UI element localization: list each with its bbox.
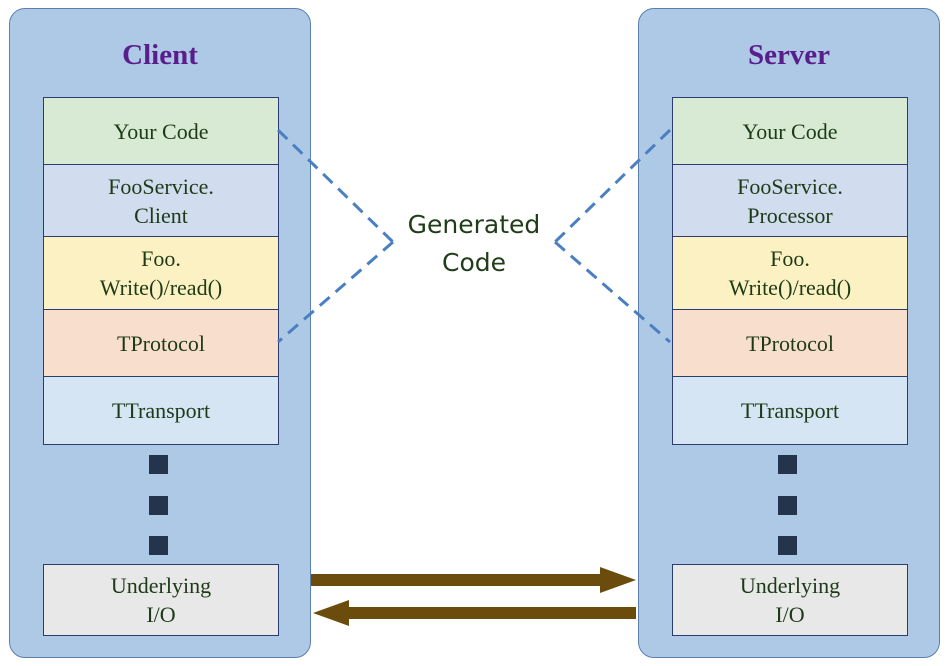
server-transport-layer: TTransport <box>673 377 907 444</box>
server-service-layer: FooService. Processor <box>673 165 907 237</box>
client-stack: Your Code FooService. Client Foo. Write(… <box>43 97 279 445</box>
server-protocol-layer: TProtocol <box>673 310 907 377</box>
server-title: Server <box>747 39 831 71</box>
client-ellipsis-dot <box>149 536 168 555</box>
client-dashed-connector-top <box>276 128 395 244</box>
server-stack: Your Code FooService. Processor Foo. Wri… <box>672 97 908 445</box>
client-protocol-layer: TProtocol <box>44 310 278 377</box>
server-ellipsis-dot <box>778 496 797 515</box>
server-your-code-layer: Your Code <box>673 98 907 165</box>
client-foo-layer: Foo. Write()/read() <box>44 237 278 310</box>
client-title: Client <box>122 39 198 71</box>
client-io-box: Underlying I/O <box>43 564 279 636</box>
request-arrow <box>311 567 636 593</box>
server-panel: Server Your Code FooService. Processor F… <box>638 8 940 658</box>
client-service-layer: FooService. Client <box>44 165 278 237</box>
server-dashed-connector-top <box>553 128 672 244</box>
response-arrow <box>313 600 636 626</box>
server-dashed-connector-bottom <box>554 240 671 344</box>
server-ellipsis-dot <box>778 455 797 474</box>
client-ellipsis-dot <box>149 496 168 515</box>
server-io-box: Underlying I/O <box>672 564 908 636</box>
client-transport-layer: TTransport <box>44 377 278 444</box>
client-dashed-connector-bottom <box>277 240 394 344</box>
client-panel: Client Your Code FooService. Client Foo.… <box>9 8 311 658</box>
generated-code-label: Generated Code <box>407 210 541 277</box>
client-ellipsis-dot <box>149 455 168 474</box>
server-foo-layer: Foo. Write()/read() <box>673 237 907 310</box>
server-ellipsis-dot <box>778 536 797 555</box>
client-your-code-layer: Your Code <box>44 98 278 165</box>
